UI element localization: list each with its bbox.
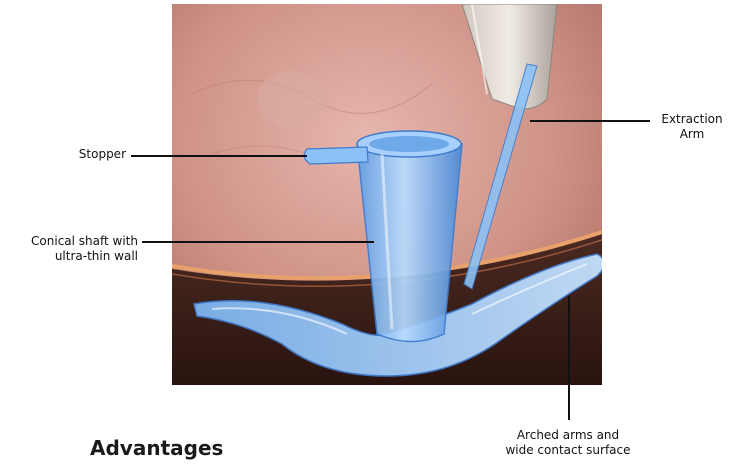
label-arched-arms-line1: Arched arms and: [488, 428, 648, 443]
label-conical-shaft-line2: ultra-thin wall: [4, 249, 138, 264]
label-extraction-arm-line2: Arm: [656, 127, 728, 142]
label-arched-arms: Arched arms and wide contact surface: [488, 428, 648, 458]
label-conical-shaft: Conical shaft with ultra-thin wall: [4, 234, 138, 264]
label-extraction-arm-line1: Extraction: [656, 112, 728, 127]
label-extraction-arm: Extraction Arm: [656, 112, 728, 142]
leader-line-conical-shaft: [142, 241, 374, 243]
leader-line-arched-arms: [568, 296, 570, 420]
label-stopper: Stopper: [70, 147, 126, 162]
label-arched-arms-line2: wide contact surface: [488, 443, 648, 458]
advantages-heading: Advantages: [90, 436, 223, 460]
leader-line-stopper: [131, 155, 307, 157]
leader-line-extraction-arm: [530, 120, 650, 122]
tympanostomy-tube-illustration: [172, 4, 602, 385]
label-conical-shaft-line1: Conical shaft with: [4, 234, 138, 249]
